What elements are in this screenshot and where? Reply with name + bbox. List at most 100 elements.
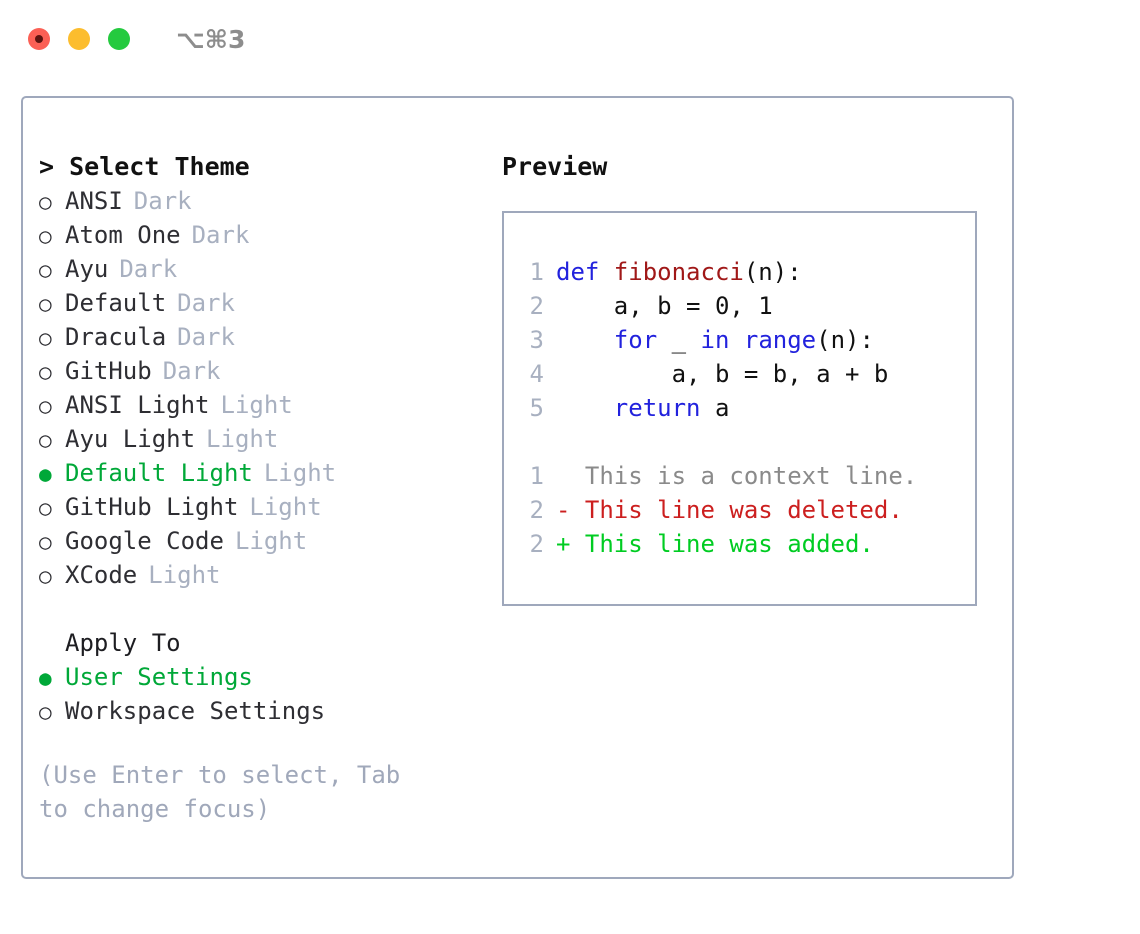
radio-unselected-icon: ○: [39, 496, 52, 520]
theme-variant-badge: Dark: [119, 255, 178, 283]
theme-item-6[interactable]: ○ ANSI Light Light: [39, 388, 469, 422]
theme-variant-badge: Dark: [177, 289, 235, 317]
diff-text: - This line was deleted.: [556, 496, 903, 524]
preview-heading: Preview: [502, 152, 608, 181]
theme-variant-badge: Dark: [191, 221, 250, 249]
theme-item-11[interactable]: ○ XCode Light: [39, 558, 469, 592]
code-token: [556, 394, 614, 422]
code-token: a: [700, 394, 730, 422]
keyboard-hint-text: (Use Enter to select, Tab to change focu…: [39, 761, 415, 823]
theme-item-label: Default: [65, 289, 167, 317]
code-line-4: 5 return a: [520, 391, 917, 425]
line-number: 1: [529, 462, 544, 490]
radio-unselected-icon: ○: [39, 190, 52, 214]
apply-to-option-label: User Settings: [65, 663, 253, 691]
list-spacer: [39, 592, 469, 626]
theme-variant-badge: Light: [249, 493, 322, 521]
theme-variant-badge: Dark: [162, 357, 221, 385]
theme-item-label: Atom One: [65, 221, 181, 249]
theme-item-label: ANSI Light: [65, 391, 210, 419]
code-token: fibonacci: [613, 258, 744, 286]
theme-item-label: GitHub: [65, 357, 152, 385]
code-blank-line: [520, 425, 917, 459]
theme-item-10[interactable]: ○ Google Code Light: [39, 524, 469, 558]
theme-variant-badge: Light: [234, 527, 308, 555]
radio-unselected-icon: ○: [39, 224, 52, 248]
theme-variant-badge: Light: [220, 391, 293, 419]
code-token: (n):: [743, 258, 802, 286]
theme-item-2[interactable]: ○ Ayu Dark: [39, 252, 469, 286]
diff-line-0: 1 This is a context line.: [520, 459, 918, 493]
theme-item-1[interactable]: ○ Atom One Dark: [39, 218, 469, 252]
code-token: return: [613, 394, 701, 422]
line-number: 4: [529, 360, 544, 388]
code-token: _: [657, 326, 701, 354]
line-number: 2: [529, 292, 544, 320]
line-number: 5: [529, 394, 544, 422]
theme-item-5[interactable]: ○ GitHub Dark: [39, 354, 469, 388]
theme-variant-badge: Light: [263, 459, 337, 487]
keyboard-shortcut-label: ⌥⌘3: [176, 24, 246, 54]
code-token: (n):: [816, 326, 874, 354]
title-bar: ⌥⌘3: [0, 0, 1140, 78]
code-line-2: 3 for _ in range(n):: [520, 323, 917, 357]
theme-item-label: Default Light: [65, 459, 253, 487]
traffic-lights: [28, 28, 130, 50]
diff-line-1: 2 - This line was deleted.: [520, 493, 917, 527]
apply-to-option-1[interactable]: ○Workspace Settings: [39, 694, 469, 728]
theme-item-label: XCode: [65, 561, 138, 589]
theme-item-4[interactable]: ○ Dracula Dark: [39, 320, 469, 354]
theme-variant-badge: Dark: [133, 187, 192, 215]
maximize-window-button[interactable]: [108, 28, 130, 50]
code-token: in: [700, 326, 730, 354]
theme-item-3[interactable]: ○ Default Dark: [39, 286, 469, 320]
code-token: for: [613, 326, 658, 354]
theme-item-label: Google Code: [65, 527, 224, 555]
theme-item-label: Ayu: [65, 255, 109, 283]
diff-line-2: 2 + This line was added.: [520, 527, 917, 561]
line-number: 2: [529, 530, 544, 558]
theme-variant-badge: Light: [148, 561, 221, 589]
radio-unselected-icon: ○: [39, 394, 52, 418]
code-token: a, b = b, a + b: [556, 360, 889, 388]
theme-variant-badge: Light: [206, 425, 279, 453]
theme-variant-badge: Dark: [177, 323, 235, 351]
close-window-button[interactable]: [28, 28, 50, 50]
diff-text: This is a context line.: [556, 462, 918, 490]
theme-item-8[interactable]: ● Default Light Light: [39, 456, 469, 490]
theme-item-label: GitHub Light: [65, 493, 239, 521]
theme-item-9[interactable]: ○ GitHub Light Light: [39, 490, 469, 524]
apply-to-option-label: Workspace Settings: [65, 697, 326, 725]
theme-item-label: Dracula: [65, 323, 167, 351]
apply-to-option-0[interactable]: ● User Settings: [39, 660, 469, 694]
apply-to-list: ● User Settings ○Workspace Settings: [39, 660, 469, 728]
radio-unselected-icon: ○: [39, 360, 52, 384]
radio-unselected-icon: ○: [39, 258, 52, 282]
line-number: 3: [529, 326, 544, 354]
radio-unselected-icon: ○: [39, 530, 52, 554]
code-token: [556, 326, 614, 354]
radio-unselected-icon: ○: [39, 428, 52, 452]
code-line-1: 2 a, b = 0, 1: [520, 289, 917, 323]
apply-to-heading: Apply To: [65, 629, 181, 657]
radio-selected-icon: ●: [39, 462, 52, 486]
theme-item-label: Ayu Light: [65, 425, 196, 453]
theme-item-label: ANSI: [65, 187, 123, 215]
radio-unselected-icon: ○: [39, 564, 52, 588]
minimize-window-button[interactable]: [68, 28, 90, 50]
code-line-3: 4 a, b = b, a + b: [520, 357, 917, 391]
radio-selected-icon: ●: [39, 666, 52, 690]
diff-text: + This line was added.: [556, 530, 874, 558]
theme-item-7[interactable]: ○ Ayu Light Light: [39, 422, 469, 456]
radio-unselected-icon: ○: [39, 326, 52, 350]
code-token: def: [556, 258, 614, 286]
code-token: range: [743, 326, 817, 354]
radio-unselected-icon: ○: [39, 292, 52, 316]
theme-item-0[interactable]: ○ ANSI Dark: [39, 184, 469, 218]
line-number: 2: [529, 496, 544, 524]
